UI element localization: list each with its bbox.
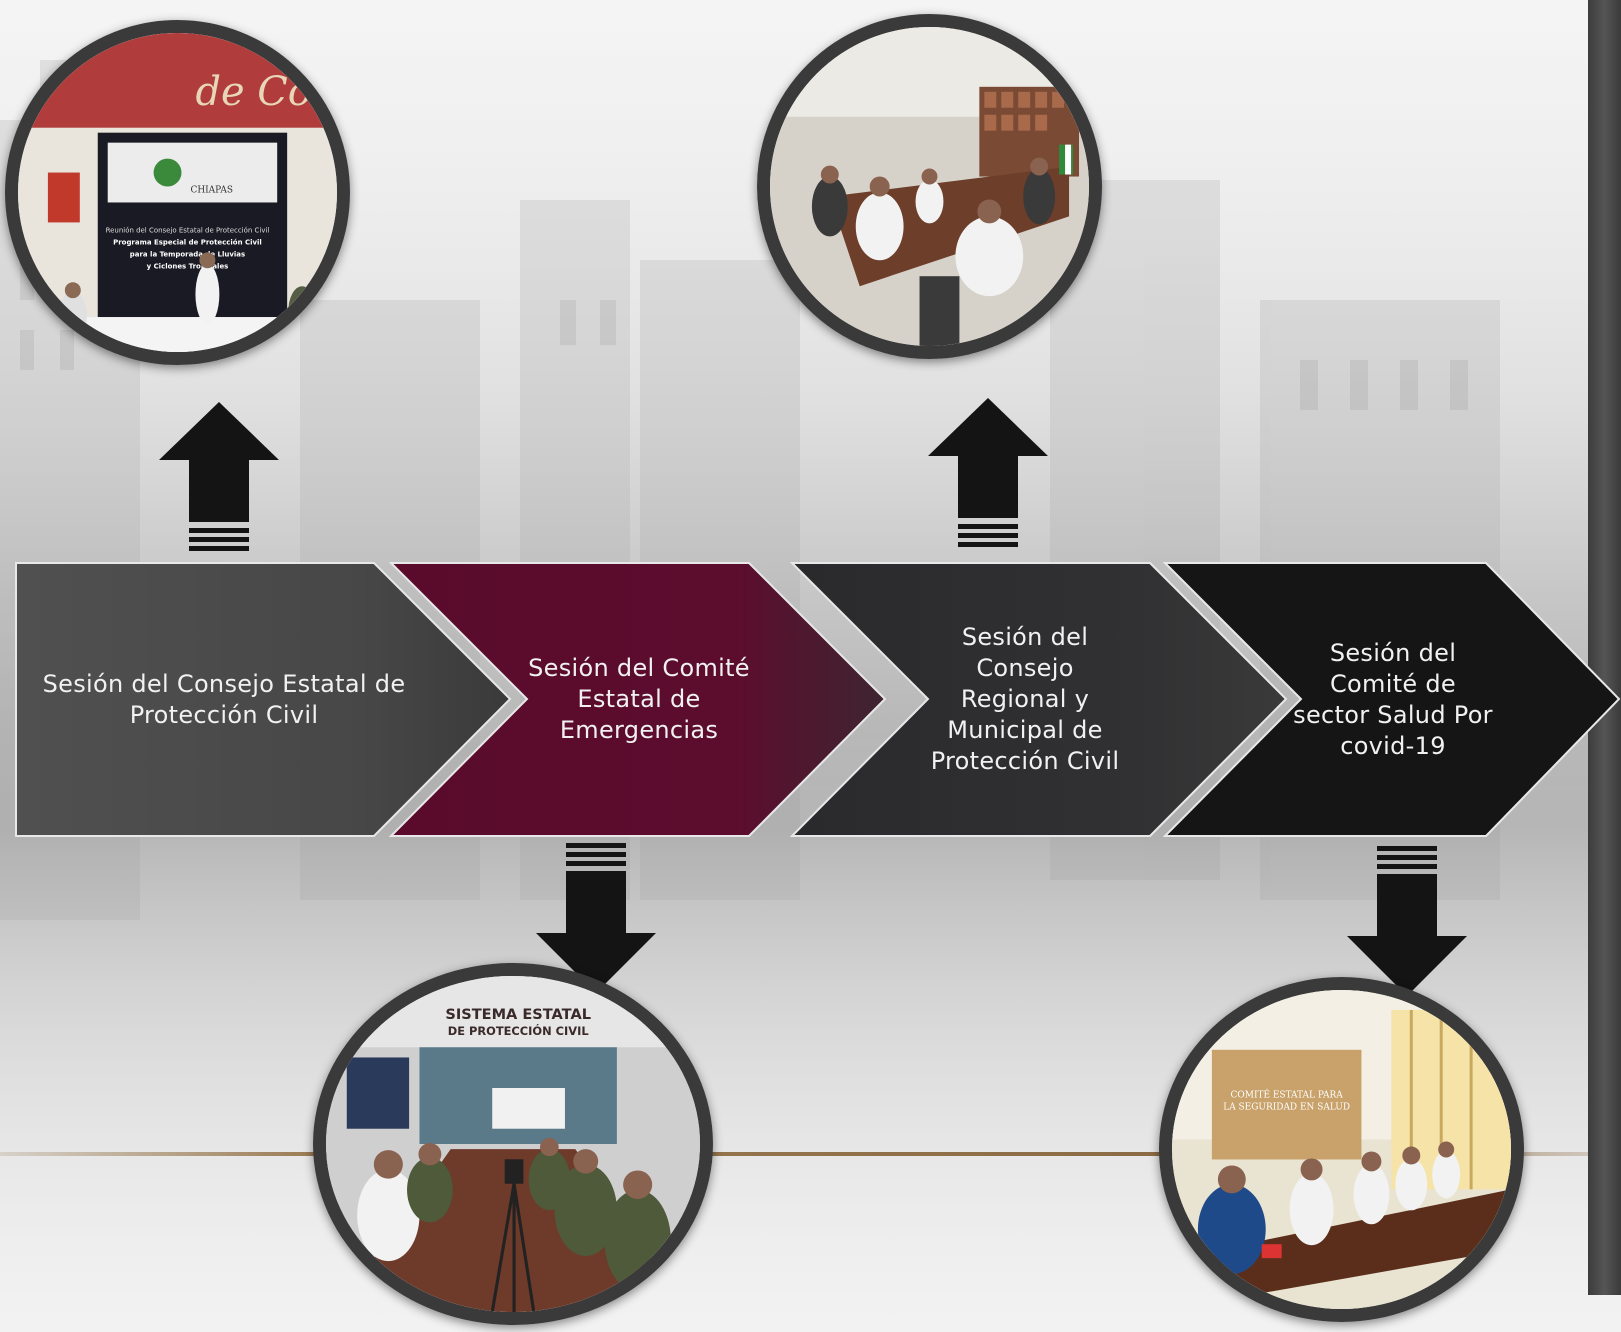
timeline-step-4: Sesión del Comité de sector Salud Por co… [1163, 561, 1621, 838]
photo-emergency-committee-session: SISTEMA ESTATAL DE PROTECCIÓN CIVIL [313, 963, 713, 1325]
step-2-label: Sesión del Comité Estatal de Emergencias [528, 654, 750, 744]
arrow-down-icon [1347, 846, 1467, 996]
step-4-label: Sesión del Comité de sector Salud Por co… [1293, 638, 1493, 760]
sign-logo-text: de Corazón [195, 69, 337, 115]
screen-line-3: para la Temporada de Lluvias [130, 250, 245, 258]
arrow-up-icon [928, 398, 1048, 547]
banner-line-1: SISTEMA ESTATAL [445, 1007, 591, 1023]
gold-divider-line [0, 1152, 1588, 1156]
screen-line-1: Reunión del Consejo Estatal de Protecció… [106, 226, 270, 234]
step-3-label: Sesión del Consejo Regional y Municipal … [930, 623, 1120, 775]
banner-line-2: DE PROTECCIÓN CIVIL [448, 1025, 589, 1038]
timeline-step-3: Sesión del Consejo Regional y Municipal … [790, 561, 1290, 838]
timeline-step-1: Sesión del Consejo Estatal de Protección… [14, 561, 514, 838]
photo-health-sector-committee-session: COMITÉ ESTATAL PARA LA SEGURIDAD EN SALU… [1159, 977, 1524, 1322]
timeline-step-2: Sesión del Comité Estatal de Emergencias [389, 561, 889, 838]
banner-line-2: LA SEGURIDAD EN SALUD [1223, 1103, 1350, 1113]
screen-line-2: Programa Especial de Protección Civil [113, 238, 262, 246]
step-1-label: Sesión del Consejo Estatal de Protección… [42, 669, 406, 729]
screen-line-4: y Ciclones Tropicales [147, 262, 229, 270]
photo-regional-council-session [757, 14, 1102, 359]
screen-org-text: CHIAPAS [190, 186, 233, 196]
banner-line-1: COMITÉ ESTATAL PARA [1231, 1089, 1344, 1101]
right-side-bar [1588, 0, 1621, 1295]
arrow-up-icon [159, 402, 279, 551]
arrow-down-icon [536, 843, 656, 993]
photo-state-council-session: de Corazón CHIAPAS Reunión del Consejo E… [5, 20, 350, 365]
